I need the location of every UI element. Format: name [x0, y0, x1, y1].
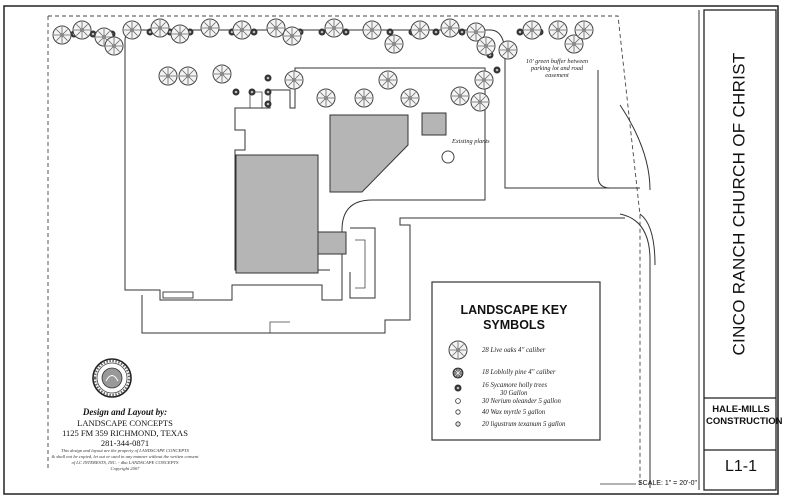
project-title-area: CINCO RANCH CHURCH OF CHRIST: [706, 10, 774, 398]
small-structure: [422, 113, 446, 135]
ligustrum-key-icon: [456, 422, 460, 426]
designer-phone: 281-344-0871: [40, 438, 210, 448]
key-item-live-oak: 28 Live oaks 4" caliber: [482, 347, 545, 354]
buffer-note-line1: 10' green buffer between: [516, 58, 598, 65]
copyright-line4: Copyright 2007: [40, 466, 210, 472]
wax-myrtle-key-icon: [456, 410, 460, 414]
key-title-line1: LANDSCAPE KEY: [434, 303, 594, 318]
existing-plant: [442, 151, 454, 163]
oleander-key-icon: [456, 399, 461, 404]
key-item-loblolly-pine: 18 Loblolly pine 4" caliber: [482, 369, 555, 376]
existing-plants-note: Existing plants: [452, 138, 490, 145]
annex-building: [330, 115, 408, 192]
key-item-holly: 16 Sycamore holly trees: [482, 382, 547, 389]
main-building: [236, 155, 318, 273]
key-title-line2: SYMBOLS: [434, 318, 594, 333]
key-item-wax-myrtle: 40 Wax myrtle 5 gallon: [482, 409, 545, 416]
loblolly-pine-key-icon: [453, 368, 463, 378]
key-item-oleander: 30 Nerium oleander 5 gallon: [482, 398, 561, 405]
builder-line1: HALE-MILLS: [706, 404, 776, 416]
designer-credit: Design and Layout by: LANDSCAPE CONCEPTS…: [40, 407, 210, 472]
key-item-ligustrum: 20 ligustrum texanum 5 gallon: [482, 421, 565, 428]
live-oak-key-icon: [449, 341, 467, 359]
designer-seal: [93, 359, 131, 397]
drawing-scale: SCALE: 1" = 20'-0": [638, 480, 697, 487]
key-title: LANDSCAPE KEY SYMBOLS: [434, 303, 594, 333]
buffer-note-line3: easement: [516, 72, 598, 79]
buffer-note-line2: parking lot and road: [516, 65, 598, 72]
designer-heading: Design and Layout by:: [40, 407, 210, 418]
buffer-note: 10' green buffer between parking lot and…: [516, 58, 598, 79]
sheet-number: L1-1: [706, 458, 776, 476]
key-item-holly-size: 30 Gallon: [500, 390, 527, 397]
holly-key-icon: [455, 385, 462, 392]
designer-company: LANDSCAPE CONCEPTS: [40, 418, 210, 428]
designer-address: 1125 FM 359 RICHMOND, TEXAS: [40, 428, 210, 438]
builder-name: HALE-MILLS CONSTRUCTION: [706, 404, 776, 428]
builder-line2: CONSTRUCTION: [706, 416, 776, 428]
project-title: CINCO RANCH CHURCH OF CHRIST: [730, 52, 750, 355]
